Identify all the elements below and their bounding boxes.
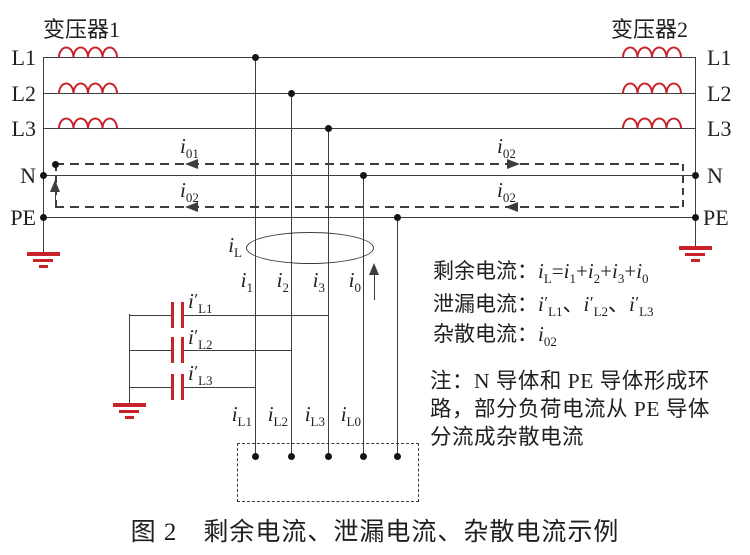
wire-pe	[43, 217, 695, 218]
cap-wire2-left	[129, 350, 172, 351]
right-rail	[695, 57, 696, 246]
current-label-i02-left: i02	[180, 178, 199, 205]
transformer2-winding-l1-icon	[622, 46, 682, 58]
left-rail	[43, 57, 44, 253]
drop-l2	[291, 93, 292, 456]
junction-dot	[40, 214, 47, 221]
capacitor1-plate-left-icon	[170, 302, 175, 328]
current-label-iL3-prime: i′L3	[188, 361, 213, 388]
current-label-i01: i01	[180, 134, 199, 161]
current-transformer-ellipse	[246, 232, 374, 264]
load-terminal-dot	[325, 453, 332, 460]
wire-l1	[43, 57, 695, 58]
stray-arrow-shaft-right	[374, 272, 375, 300]
wire-n	[43, 175, 695, 176]
current-label-iL: iL	[228, 233, 242, 260]
capacitor2-plate-left-icon	[170, 337, 175, 363]
load-box	[237, 443, 419, 502]
legend-stray-label: 杂散电流：	[433, 322, 538, 346]
current-label-i2: i2	[276, 268, 289, 295]
load-terminal-dot	[394, 453, 401, 460]
arrow-right-i02-icon	[507, 159, 520, 169]
legend-leakage-label: 泄漏电流：	[433, 292, 538, 316]
junction-dot	[692, 214, 699, 221]
cap-wire1-left	[129, 315, 172, 316]
transformer2-winding-l2-icon	[622, 82, 682, 94]
load-terminal-dot	[288, 453, 295, 460]
arrow-left-i02b-icon	[505, 202, 518, 212]
legend-residual: 剩余电流：iL=i1+i2+i3+i0	[433, 259, 649, 286]
bus-label-right-n: N	[707, 163, 723, 188]
cap-wire3-right	[184, 387, 255, 388]
capacitor2-plate-right-icon	[180, 337, 185, 363]
current-label-i3: i3	[312, 268, 325, 295]
current-label-i02-bottom-right: i02	[497, 178, 516, 205]
legend-stray: 杂散电流：i02	[433, 322, 557, 349]
current-label-iL1-prime: i′L1	[188, 289, 213, 316]
junction-dot	[360, 172, 367, 179]
junction-dot	[288, 90, 295, 97]
transformer1-winding-l2-icon	[58, 82, 118, 94]
bus-label-right-pe: PE	[703, 205, 729, 230]
drop-l3	[328, 128, 329, 456]
cap-wire3-left	[129, 387, 172, 388]
cap-wire2-right	[184, 350, 291, 351]
legend-residual-label: 剩余电流：	[433, 259, 538, 283]
dashed-loop-top	[55, 163, 683, 165]
junction-dot	[394, 214, 401, 221]
junction-dot	[52, 161, 59, 168]
left-ground-stem	[43, 217, 44, 253]
junction-dot	[252, 54, 259, 61]
capacitor3-plate-left-icon	[170, 374, 175, 400]
current-label-i0: i0	[348, 268, 361, 295]
drop-n	[363, 175, 364, 456]
dashed-loop-right	[682, 164, 684, 207]
wire-l3	[43, 128, 695, 129]
bus-label-right-l1: L1	[707, 45, 732, 70]
cap-wire1-right	[184, 315, 328, 316]
dashed-loop-bottom	[55, 206, 683, 208]
bus-label-left-l3: L3	[11, 116, 36, 141]
junction-dot	[40, 172, 47, 179]
capacitor-bus	[129, 314, 130, 404]
arrow-left-i02-icon	[185, 202, 198, 212]
current-label-i1: i1	[240, 268, 253, 295]
transformer1-winding-l3-icon	[58, 117, 118, 129]
transformer1-winding-l1-icon	[58, 46, 118, 58]
legend-leakage: 泄漏电流：i′L1、i′L2、i′L3	[433, 292, 654, 319]
junction-dot	[325, 125, 332, 132]
figure-caption: 图 2 剩余电流、泄漏电流、杂散电流示例	[130, 519, 620, 546]
arrow-up-pe-icon	[369, 263, 379, 275]
bus-label-left-n: N	[20, 163, 36, 188]
arrow-left-i01-icon	[185, 159, 198, 169]
current-label-iL1: iL1	[231, 402, 252, 429]
current-label-i02-top-right: i02	[497, 134, 516, 161]
bus-label-right-l2: L2	[707, 81, 732, 106]
bus-label-left-pe: PE	[10, 205, 36, 230]
transformer1-label: 变压器1	[43, 17, 121, 42]
bus-label-right-l3: L3	[707, 116, 732, 141]
current-label-iL0: iL0	[340, 402, 361, 429]
capacitor1-plate-right-icon	[180, 302, 185, 328]
current-label-iL3: iL3	[304, 402, 325, 429]
transformer2-winding-l3-icon	[622, 117, 682, 129]
capacitor3-plate-right-icon	[180, 374, 185, 400]
load-terminal-dot	[360, 453, 367, 460]
note-line3: 分流成杂散电流	[430, 425, 585, 449]
current-label-iL2-prime: i′L2	[188, 325, 213, 352]
note-line2: 路，部分负荷电流从 PE 导体	[430, 397, 710, 421]
drop-pe	[397, 217, 398, 456]
wire-l2	[43, 93, 695, 94]
arrow-up-n-icon	[50, 180, 60, 192]
junction-dot	[692, 172, 699, 179]
current-label-iL2: iL2	[267, 402, 288, 429]
note-line1: 注：N 导体和 PE 导体形成环	[430, 369, 710, 393]
bus-label-left-l2: L2	[11, 81, 36, 106]
stray-arrow-shaft-left	[55, 190, 56, 206]
transformer2-label: 变压器2	[611, 17, 689, 42]
load-terminal-dot	[252, 453, 259, 460]
bus-label-left-l1: L1	[11, 45, 36, 70]
